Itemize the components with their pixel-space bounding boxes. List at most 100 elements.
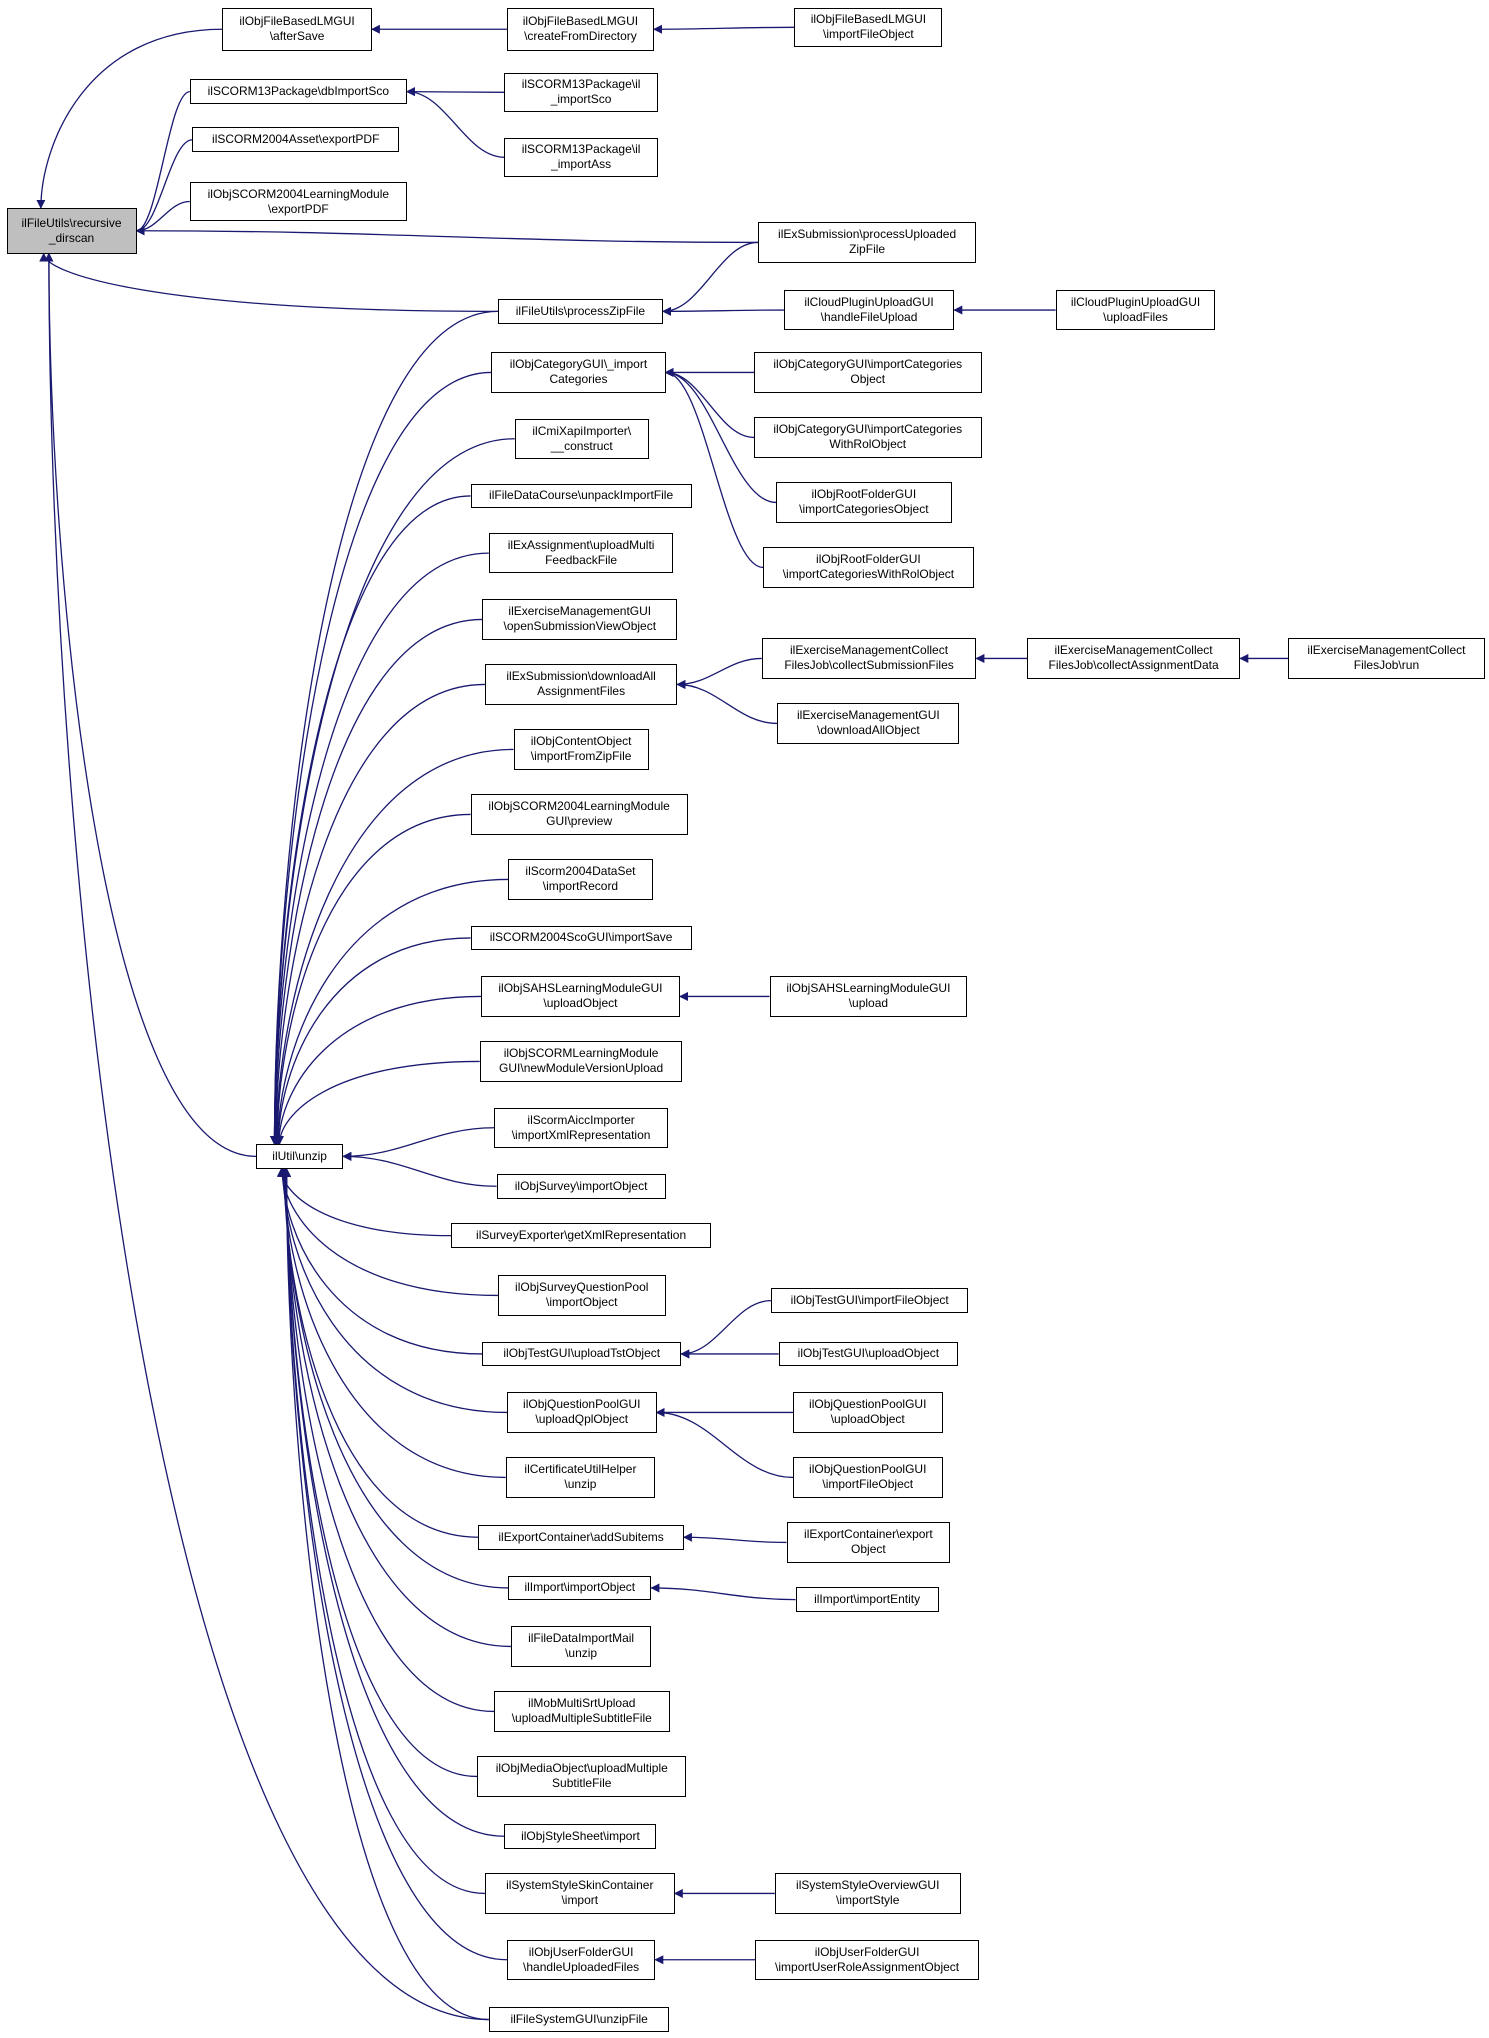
edge-surveyimport-to-unzip [342,1151,497,1187]
edge-catimport-to-unzip [269,371,492,1145]
edge-downloadall-to-unzip [271,683,485,1145]
node-exportaddsub[interactable]: ilExportContainer\addSubitems [478,1524,684,1550]
edge-scoimportsave-to-unzip [273,937,471,1145]
node-certunzip[interactable]: ilCertificateUtilHelper \unzip [505,1457,656,1498]
node-catimport[interactable]: ilObjCategoryGUI\_import Categories [491,352,666,393]
node-styleoverview[interactable]: ilSystemStyleOverviewGUI \importStyle [774,1873,961,1914]
node-il-importsco[interactable]: ilSCORM13Package\il _importSco [504,72,658,112]
edge-dbimportsco-to-root [135,91,191,236]
edge-exportobj-to-exportaddsub [682,1532,787,1544]
node-unzip[interactable]: ilUtil\unzip [256,1144,344,1169]
node-cmixapi[interactable]: ilCmiXapiImporter\ __construct [514,418,649,459]
node-qpuploadqpl[interactable]: ilObjQuestionPoolGUI \uploadQplObject [507,1392,657,1433]
node-catimportobj[interactable]: ilObjCategoryGUI\importCategories Object [754,352,982,393]
edge-lmpreview-to-unzip [272,813,471,1145]
node-skinimport[interactable]: ilSystemStyleSkinContainer \import [484,1873,675,1914]
edge-processuploadedzip-to-root [135,226,758,244]
node-testuploadtst[interactable]: ilObjTestGUI\uploadTstObject [482,1341,682,1367]
edge-il-importass-to-dbimportsco [406,87,505,158]
node-unzipfile[interactable]: ilFileSystemGUI\unzipFile [488,2007,670,2032]
node-mobsrt[interactable]: ilMobMultiSrtUpload \uploadMultipleSubti… [494,1691,670,1732]
node-downloadall[interactable]: ilExSubmission\downloadAll AssignmentFil… [484,664,678,705]
node-surveyimport[interactable]: ilObjSurvey\importObject [496,1173,666,1199]
edge-unzip-to-root [44,252,257,1157]
node-collectrun[interactable]: ilExerciseManagementCollect FilesJob\run [1288,638,1485,679]
node-processzipfile[interactable]: ilFileUtils\processZipFile [497,299,663,324]
node-testuploadobj[interactable]: ilObjTestGUI\uploadObject [778,1341,959,1367]
edge-rootimportrol-to-catimport [664,367,764,569]
node-lmexportpdf[interactable]: ilObjSCORM2004LearningModule \exportPDF [189,182,407,221]
node-aiccimporter[interactable]: ilScormAiccImporter \importXmlRepresenta… [494,1107,669,1148]
node-rootimportobj[interactable]: ilObjRootFolderGUI \importCategoriesObje… [776,482,952,523]
edge-processuploadedzip-to-processzipfile [662,241,758,316]
node-aftersave[interactable]: ilObjFileBasedLMGUI \afterSave [222,7,372,51]
node-il-importass[interactable]: ilSCORM13Package\il _importAss [504,137,658,177]
edge-surveyexporter-to-unzip [276,1167,452,1237]
node-importfileobjlm[interactable]: ilObjFileBasedLMGUI \importFileObject [794,7,943,47]
edge-filedatacourse-to-unzip [269,495,471,1145]
edge-mobsrt-to-unzip [281,1167,495,1713]
node-createfromdir[interactable]: ilObjFileBasedLMGUI \createFromDirectory [507,7,654,51]
node-scoimportsave[interactable]: ilSCORM2004ScoGUI\importSave [470,925,692,951]
edge-il-importsco-to-dbimportsco [406,87,505,97]
node-root: ilFileUtils\recursive _dirscan [6,208,137,254]
node-cloudhandle[interactable]: ilCloudPluginUploadGUI \handleFileUpload [783,289,955,331]
node-catimportrol[interactable]: ilObjCategoryGUI\importCategories WithRo… [754,417,982,458]
node-exportobj[interactable]: ilExportContainer\export Object [786,1522,951,1563]
node-cloudupload[interactable]: ilCloudPluginUploadGUI \uploadFiles [1055,289,1216,331]
edge-importfileobjlm-to-createfromdir [653,24,795,34]
edge-aftersave-to-root [36,28,223,209]
node-downloadallobj[interactable]: ilExerciseManagementGUI \downloadAllObje… [777,703,960,744]
node-exassign[interactable]: ilExAssignment\uploadMulti FeedbackFile [488,533,674,574]
edge-unzipfile-to-root [44,252,489,2021]
node-sahsupload[interactable]: ilObjSAHSLearningModuleGUI \upload [769,976,968,1017]
edge-importentity-to-importobj [650,1583,796,1601]
node-surveyexporter[interactable]: ilSurveyExporter\getXmlRepresentation [451,1223,712,1248]
node-collectsub[interactable]: ilExerciseManagementCollect FilesJob\col… [761,638,977,679]
node-userroleassign[interactable]: ilObjUserFolderGUI \importUserRoleAssign… [755,1939,979,1980]
edge-qpuploadqpl-to-unzip [278,1167,508,1414]
node-filedatacourse[interactable]: ilFileDataCourse\unpackImportFile [470,483,692,509]
edge-downloadallobj-to-downloadall [676,679,778,725]
node-userfolderhandle[interactable]: ilObjUserFolderGUI \handleUploadedFiles [507,1939,656,1980]
edge-cloudhandle-to-processzipfile [662,306,784,316]
edge-testuploadtst-to-unzip [277,1167,483,1355]
edge-processzipfile-to-root [39,252,498,312]
node-surveyqp[interactable]: ilObjSurveyQuestionPool \importObject [497,1275,666,1316]
edge-collectsub-to-downloadall [676,657,762,689]
edge-exmgmtopen-to-unzip [270,618,483,1145]
node-collectassign[interactable]: ilExerciseManagementCollect FilesJob\col… [1027,638,1241,679]
node-dataset[interactable]: ilScorm2004DataSet \importRecord [508,859,653,900]
node-testimportfile[interactable]: ilObjTestGUI\importFileObject [770,1288,969,1313]
edge-catimportrol-to-catimport [664,367,755,439]
edge-scormnewversion-to-unzip [275,1060,480,1145]
edge-mediasrt-to-unzip [281,1167,478,1778]
node-importentity[interactable]: ilImport\importEntity [795,1587,939,1612]
edge-testimportfile-to-testuploadtst [680,1300,771,1359]
node-scormnewversion[interactable]: ilObjSCORMLearningModule GUI\newModuleVe… [479,1041,683,1082]
node-mediasrt[interactable]: ilObjMediaObject\uploadMultiple Subtitle… [477,1756,687,1797]
node-styleimport[interactable]: ilObjStyleSheet\import [504,1823,657,1849]
node-assetexportpdf[interactable]: ilSCORM2004Asset\exportPDF [192,127,400,153]
edge-certunzip-to-unzip [279,1167,506,1479]
edge-styleimport-to-unzip [281,1167,505,1837]
node-lmpreview[interactable]: ilObjSCORM2004LearningModule GUI\preview [470,794,688,835]
edge-exassign-to-unzip [269,552,489,1145]
node-importobj[interactable]: ilImport\importObject [508,1575,652,1601]
node-contentimport[interactable]: ilObjContentObject \importFromZipFile [513,729,649,770]
node-mailunzip[interactable]: ilFileDataImportMail \unzip [510,1626,652,1667]
edge-dataset-to-unzip [273,878,509,1145]
node-qpuploadobj[interactable]: ilObjQuestionPoolGUI \uploadObject [793,1392,943,1433]
edge-aiccimporter-to-unzip [342,1127,495,1161]
edge-sahsuploadobj-to-unzip [274,995,482,1145]
node-processuploadedzip[interactable]: ilExSubmission\processUploaded ZipFile [757,222,977,263]
node-qpimportfile[interactable]: ilObjQuestionPoolGUI \importFileObject [793,1457,943,1498]
node-exmgmtopen[interactable]: ilExerciseManagementGUI \openSubmissionV… [482,599,678,640]
edge-skinimport-to-unzip [281,1167,485,1895]
node-sahsuploadobj[interactable]: ilObjSAHSLearningModuleGUI \uploadObject [481,976,680,1017]
edge-userfolderhandle-to-unzip [281,1167,508,1961]
node-rootimportrol[interactable]: ilObjRootFolderGUI \importCategoriesWith… [763,547,974,588]
node-dbimportsco[interactable]: ilSCORM13Package\dbImportSco [189,79,407,104]
